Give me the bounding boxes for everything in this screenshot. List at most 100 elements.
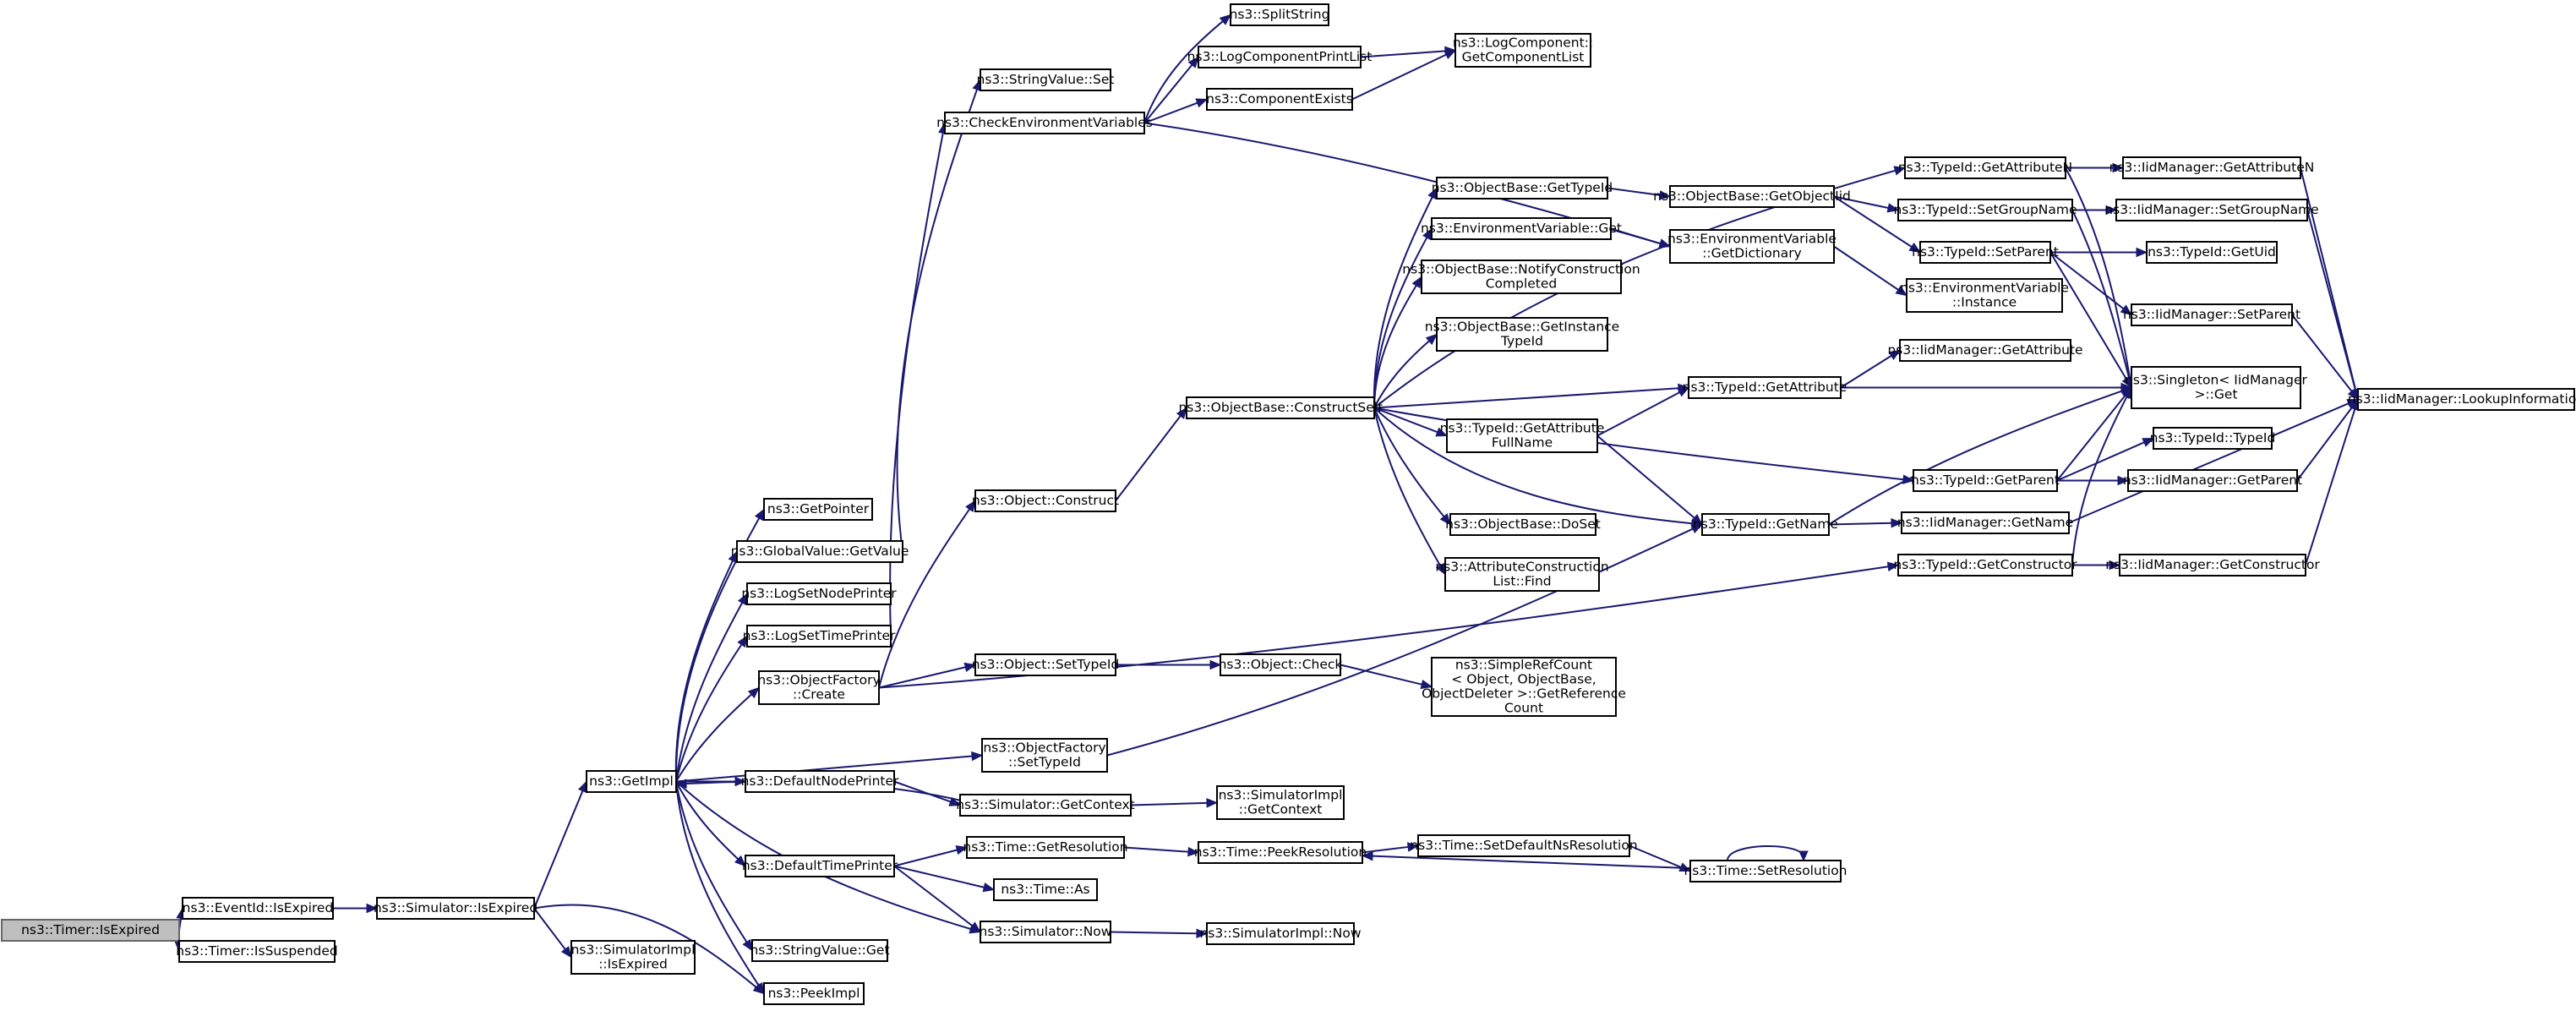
- arrowhead-icon: [2136, 247, 2148, 258]
- node-label: ns3::ObjectBase::NotifyConstruction: [1402, 262, 1640, 277]
- node-logsetnodeprinter[interactable]: ns3::LogSetNodePrinter: [741, 582, 897, 605]
- node-timer-isexpired[interactable]: ns3::Timer::IsExpired: [1, 919, 180, 942]
- node-typeid-getattributen[interactable]: ns3::TypeId::GetAttributeN: [1898, 156, 2072, 179]
- node-typeid-getname[interactable]: ns3::TypeId::GetName: [1693, 513, 1838, 536]
- edge-line: [1596, 391, 1680, 437]
- node-typeid-setgroupname[interactable]: ns3::TypeId::SetGroupName: [1893, 199, 2077, 221]
- node-time-setdefaultnsresolution[interactable]: ns3::Time::SetDefaultNsResolution: [1410, 834, 1638, 857]
- arrowhead-icon: [1798, 850, 1809, 862]
- node-typeid-typeid[interactable]: ns3::TypeId::TypeId: [2150, 427, 2276, 450]
- edge-line: [675, 643, 743, 782]
- node-objectbase-gettypeid[interactable]: ns3::ObjectBase::GetTypeId: [1432, 177, 1613, 199]
- arrowhead-icon: [1658, 238, 1672, 249]
- node-object-settypeid[interactable]: ns3::Object::SetTypeId: [972, 653, 1120, 676]
- edge-line: [2291, 314, 2353, 392]
- node-typeid-getconstructor[interactable]: ns3::TypeId::GetConstructor: [1893, 554, 2077, 577]
- node-componentexists[interactable]: ns3::ComponentExists: [1206, 88, 1353, 111]
- node-iidmanager-getconstructor[interactable]: ns3::IidManager::GetConstructor: [2105, 554, 2320, 577]
- arrowhead-icon: [1187, 846, 1200, 857]
- node-defaulttimeprinter[interactable]: ns3::DefaultTimePrinter: [742, 855, 898, 877]
- node-box: [1901, 511, 2070, 534]
- node-stringvalue-set[interactable]: ns3::StringValue::Set: [977, 68, 1115, 91]
- node-time-as[interactable]: ns3::Time::As: [993, 878, 1098, 901]
- node-iidmanager-getattribute[interactable]: ns3::IidManager::GetAttribute: [1887, 339, 2083, 362]
- arrowhead-icon: [1886, 203, 1900, 213]
- node-logsettimeprinter[interactable]: ns3::LogSetTimePrinter: [743, 625, 896, 648]
- node-singleton-get[interactable]: ns3::Singleton< IidManager>::Get: [2125, 366, 2308, 409]
- node-envvar-get[interactable]: ns3::EnvironmentVariable::Get: [1421, 217, 1622, 240]
- node-box: [376, 897, 535, 920]
- node-object-check[interactable]: ns3::Object::Check: [1219, 653, 1343, 676]
- node-time-peekresolution[interactable]: ns3::Time::PeekResolution: [1194, 841, 1367, 864]
- node-simplerefcount[interactable]: ns3::SimpleRefCount< Object, ObjectBase,…: [1422, 657, 1626, 717]
- node-simulatorimpl-getcontext[interactable]: ns3::SimulatorImpl::GetContext: [1216, 785, 1345, 820]
- arrowhead-icon: [1176, 407, 1187, 419]
- edge-simulator-getcontext-to-simulatorimpl-getcontext: [1130, 798, 1219, 808]
- node-box: [1436, 317, 1608, 352]
- node-box: [2357, 388, 2575, 411]
- node-defaultnodeprinter[interactable]: ns3::DefaultNodePrinter: [741, 770, 899, 793]
- node-eventid-isexpired[interactable]: ns3::EventId::IsExpired: [182, 897, 334, 920]
- node-box: [2127, 469, 2298, 492]
- edge-line: [533, 907, 566, 950]
- node-simulator-isexpired[interactable]: ns3::Simulator::IsExpired: [374, 897, 538, 920]
- node-box: [2119, 554, 2306, 577]
- node-timer-issuspended[interactable]: ns3::Timer::IsSuspended: [176, 940, 338, 963]
- arrowhead-icon: [948, 796, 962, 806]
- edge-line: [533, 904, 757, 988]
- node-getpointer[interactable]: ns3::GetPointer: [763, 498, 873, 521]
- node-typeid-setparent[interactable]: ns3::TypeId::SetParent: [1912, 241, 2059, 264]
- edge-line: [1373, 285, 1417, 408]
- node-objectbase-getobjectiid[interactable]: ns3::ObjectBase::GetObjectIid: [1653, 185, 1851, 208]
- node-simulator-getcontext[interactable]: ns3::Simulator::GetContext: [956, 794, 1135, 817]
- node-label: ns3::Time::PeekResolution: [1194, 844, 1367, 860]
- node-object-construct[interactable]: ns3::Object::Construct: [972, 489, 1119, 512]
- edge-objectfactory-create-to-object-construct: [878, 500, 976, 688]
- node-iidmanager-getattributen[interactable]: ns3::IidManager::GetAttributeN: [2109, 156, 2315, 179]
- node-simulatorimpl-now[interactable]: ns3::SimulatorImpl::Now: [1199, 922, 1362, 945]
- node-objectbase-constructself[interactable]: ns3::ObjectBase::ConstructSelf: [1178, 396, 1383, 419]
- node-label: ns3::IidManager::GetName: [1897, 515, 2073, 530]
- node-iidmanager-getname[interactable]: ns3::IidManager::GetName: [1897, 511, 2073, 534]
- node-iidmanager-setparent[interactable]: ns3::IidManager::SetParent: [2123, 303, 2300, 326]
- node-objectfactory-create[interactable]: ns3::ObjectFactory::Create: [757, 670, 881, 705]
- node-logcomponent-getcomponentlist[interactable]: ns3::LogComponent::GetComponentList: [1453, 33, 1593, 68]
- node-time-getresolution[interactable]: ns3::Time::GetResolution: [963, 836, 1128, 859]
- edge-objectbase-constructself-to-objectbase-getinstancetypeid: [1373, 333, 1438, 408]
- node-splitstring[interactable]: ns3::SplitString: [1230, 3, 1330, 26]
- node-time-setresolution[interactable]: ns3::Time::SetResolution: [1684, 860, 1847, 883]
- node-objectfactory-settypeid[interactable]: ns3::ObjectFactory::SetTypeId: [981, 738, 1108, 773]
- node-box: [745, 770, 895, 793]
- edge-line: [675, 781, 748, 943]
- node-objectbase-dodispose[interactable]: ns3::ObjectBase::DoSet: [1445, 513, 1601, 536]
- arrowhead-icon: [2347, 388, 2359, 401]
- node-simulatorimpl-isexpired[interactable]: ns3::SimulatorImpl::IsExpired: [570, 940, 696, 975]
- edge-line: [1360, 50, 1446, 58]
- node-logcomponentprintlist[interactable]: ns3::LogComponentPrintList: [1187, 46, 1373, 68]
- node-iidmanager-getparent[interactable]: ns3::IidManager::GetParent: [2123, 469, 2302, 492]
- edge-getimpl-to-objectfactory-create: [675, 686, 760, 783]
- node-typeid-getuid[interactable]: ns3::TypeId::GetUid: [2146, 241, 2278, 264]
- node-checkenv[interactable]: ns3::CheckEnvironmentVariables: [936, 112, 1153, 134]
- node-envvar-instance[interactable]: ns3::EnvironmentVariable::Instance: [1900, 278, 2069, 313]
- node-getimpl[interactable]: ns3::GetImpl: [586, 770, 677, 793]
- node-iidmanager-lookupinformation[interactable]: ns3::IidManager::LookupInformation: [2348, 388, 2576, 411]
- node-label: Count: [1504, 701, 1543, 716]
- node-simulator-now[interactable]: ns3::Simulator::Now: [980, 921, 1112, 943]
- node-stringvalue-get[interactable]: ns3::StringValue::Get: [750, 939, 890, 962]
- edge-defaulttimeprinter-to-time-getresolution: [893, 845, 969, 867]
- node-objectbase-notifyconstruction[interactable]: ns3::ObjectBase::NotifyConstructionCompl…: [1402, 260, 1640, 294]
- node-envvar-getdictionary[interactable]: ns3::EnvironmentVariable::GetDictionary: [1667, 229, 1836, 264]
- node-iidmanager-setgroupname[interactable]: ns3::IidManager::SetGroupName: [2104, 199, 2319, 221]
- node-label: ns3::TypeId::GetUid: [2148, 244, 2276, 260]
- node-box: [2122, 156, 2301, 179]
- node-box: [1899, 339, 2071, 362]
- node-typeid-getparent[interactable]: ns3::TypeId::GetParent: [1911, 469, 2060, 492]
- node-peekimpl[interactable]: ns3::PeekImpl: [763, 982, 865, 1005]
- node-label: ns3::SimulatorImpl: [1219, 788, 1343, 803]
- node-globalvalue-getvalue[interactable]: ns3::GlobalValue::GetValue: [731, 540, 909, 563]
- node-typeid-getattribute[interactable]: ns3::TypeId::GetAttribute: [1683, 376, 1847, 399]
